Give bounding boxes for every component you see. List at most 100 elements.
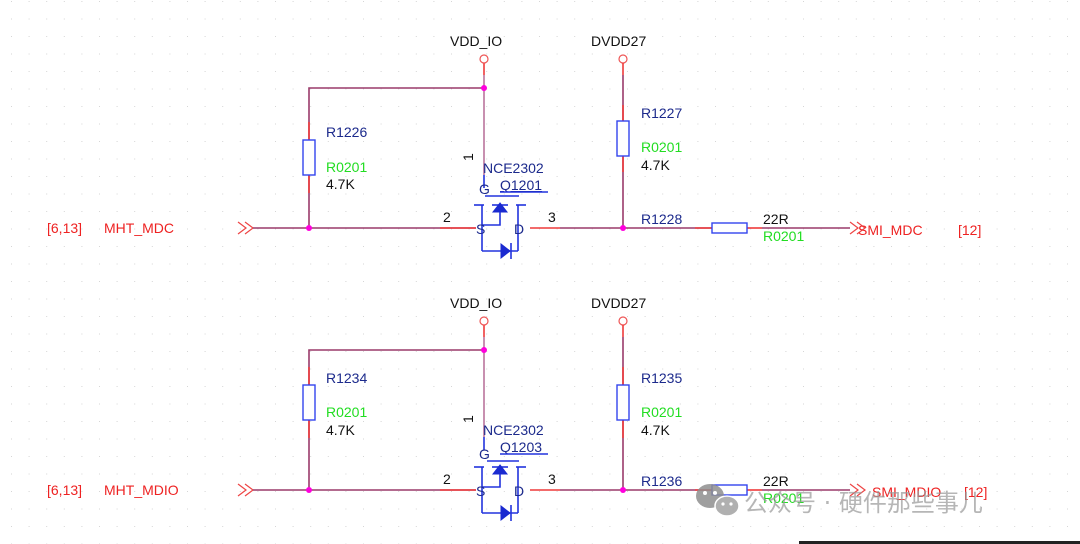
grid-dot (363, 333, 364, 335)
grid-dot (767, 473, 769, 475)
grid-dot (451, 88, 452, 90)
grid-dot (151, 438, 153, 440)
resistor-r-right[interactable] (616, 120, 630, 157)
grid-dot (908, 158, 910, 160)
power-port-icon[interactable] (618, 316, 628, 326)
grid-dot (1014, 263, 1016, 265)
grid-dot (28, 88, 30, 90)
grid-dot (11, 491, 12, 492)
grid-dot (609, 508, 611, 510)
grid-dot (63, 88, 65, 90)
grid-dot (327, 158, 329, 160)
grid-dot (996, 211, 998, 212)
grid-dot (46, 386, 48, 387)
grid-dot (116, 88, 118, 90)
grid-dot (327, 123, 329, 125)
right-port-icon[interactable] (849, 483, 866, 497)
grid-dot (1049, 351, 1051, 352)
grid-dot (803, 368, 804, 370)
grid-dot (81, 333, 83, 335)
grid-dot (11, 403, 12, 405)
grid-dot (116, 526, 118, 527)
grid-dot (151, 88, 153, 90)
grid-dot (257, 421, 259, 422)
power-port-icon[interactable] (479, 54, 489, 64)
resistor-r-right[interactable] (616, 384, 630, 421)
grid-dot (767, 333, 769, 335)
grid-dot (873, 491, 875, 492)
grid-dot (187, 456, 188, 457)
grid-dot (679, 281, 681, 282)
mosfet-symbol[interactable]: 1 NCE2302 Q1203 G S D 2 3 (443, 415, 556, 522)
grid-dot (609, 281, 611, 282)
grid-dot (415, 246, 417, 247)
left-port-icon[interactable] (237, 221, 254, 235)
grid-dot (1067, 246, 1068, 247)
grid-dot (11, 123, 12, 125)
grid-dot (732, 368, 734, 370)
resistor-r-left[interactable] (302, 384, 316, 421)
grid-dot (1014, 351, 1016, 352)
grid-dot (239, 508, 241, 510)
power-port-icon[interactable] (479, 316, 489, 326)
series-resistor[interactable] (711, 222, 748, 234)
grid-dot (239, 141, 241, 142)
grid-dot (310, 53, 312, 55)
grid-dot (996, 36, 998, 37)
grid-dot (187, 228, 188, 230)
left-port-icon[interactable] (237, 483, 254, 497)
grid-dot (204, 71, 206, 72)
grid-dot (46, 333, 48, 335)
grid-dot (803, 316, 804, 317)
right-port-icon[interactable] (849, 221, 866, 235)
grid-dot (134, 141, 136, 142)
grid-dot (486, 106, 488, 107)
grid-dot (750, 18, 752, 20)
grid-dot (926, 438, 928, 440)
grid-dot (503, 71, 505, 72)
grid-dot (979, 158, 980, 160)
grid-dot (873, 123, 875, 125)
grid-dot (292, 106, 294, 107)
grid-dot (46, 298, 48, 300)
grid-dot (415, 88, 417, 90)
grid-dot (116, 403, 118, 405)
grid-dot (310, 421, 312, 422)
grid-dot (503, 158, 505, 160)
grid-dot (574, 176, 576, 177)
grid-dot (415, 298, 417, 300)
grid-dot (46, 421, 48, 422)
grid-dot (838, 473, 840, 475)
grid-dot (891, 473, 892, 475)
grid-dot (81, 438, 83, 440)
mosfet-symbol[interactable]: 1 NCE2302 Q1201 G S D 2 3 (443, 153, 556, 260)
grid-dot (539, 368, 540, 370)
grid-dot (891, 18, 892, 20)
grid-dot (979, 106, 980, 107)
grid-dot (679, 176, 681, 177)
grid-dot (996, 456, 998, 457)
grid-dot (151, 473, 153, 475)
grid-dot (46, 456, 48, 457)
grid-dot (204, 491, 206, 492)
grid-dot (556, 263, 558, 265)
power-port-icon[interactable] (618, 54, 628, 64)
grid-dot (239, 71, 241, 72)
grid-dot (363, 456, 364, 457)
grid-dot (1049, 491, 1051, 492)
grid-dot (1031, 193, 1033, 195)
grid-dot (486, 473, 488, 475)
resistor-r-left[interactable] (302, 139, 316, 176)
grid-dot (503, 1, 505, 2)
grid-dot (151, 281, 153, 282)
grid-dot (63, 176, 65, 177)
grid-dot (679, 18, 681, 20)
grid-dot (222, 158, 224, 160)
grid-dot (521, 438, 523, 440)
grid-dot (785, 386, 787, 387)
grid-dot (363, 351, 364, 352)
grid-dot (521, 333, 523, 335)
grid-dot (591, 1, 593, 2)
grid-dot (81, 508, 83, 510)
grid-dot (204, 53, 206, 55)
